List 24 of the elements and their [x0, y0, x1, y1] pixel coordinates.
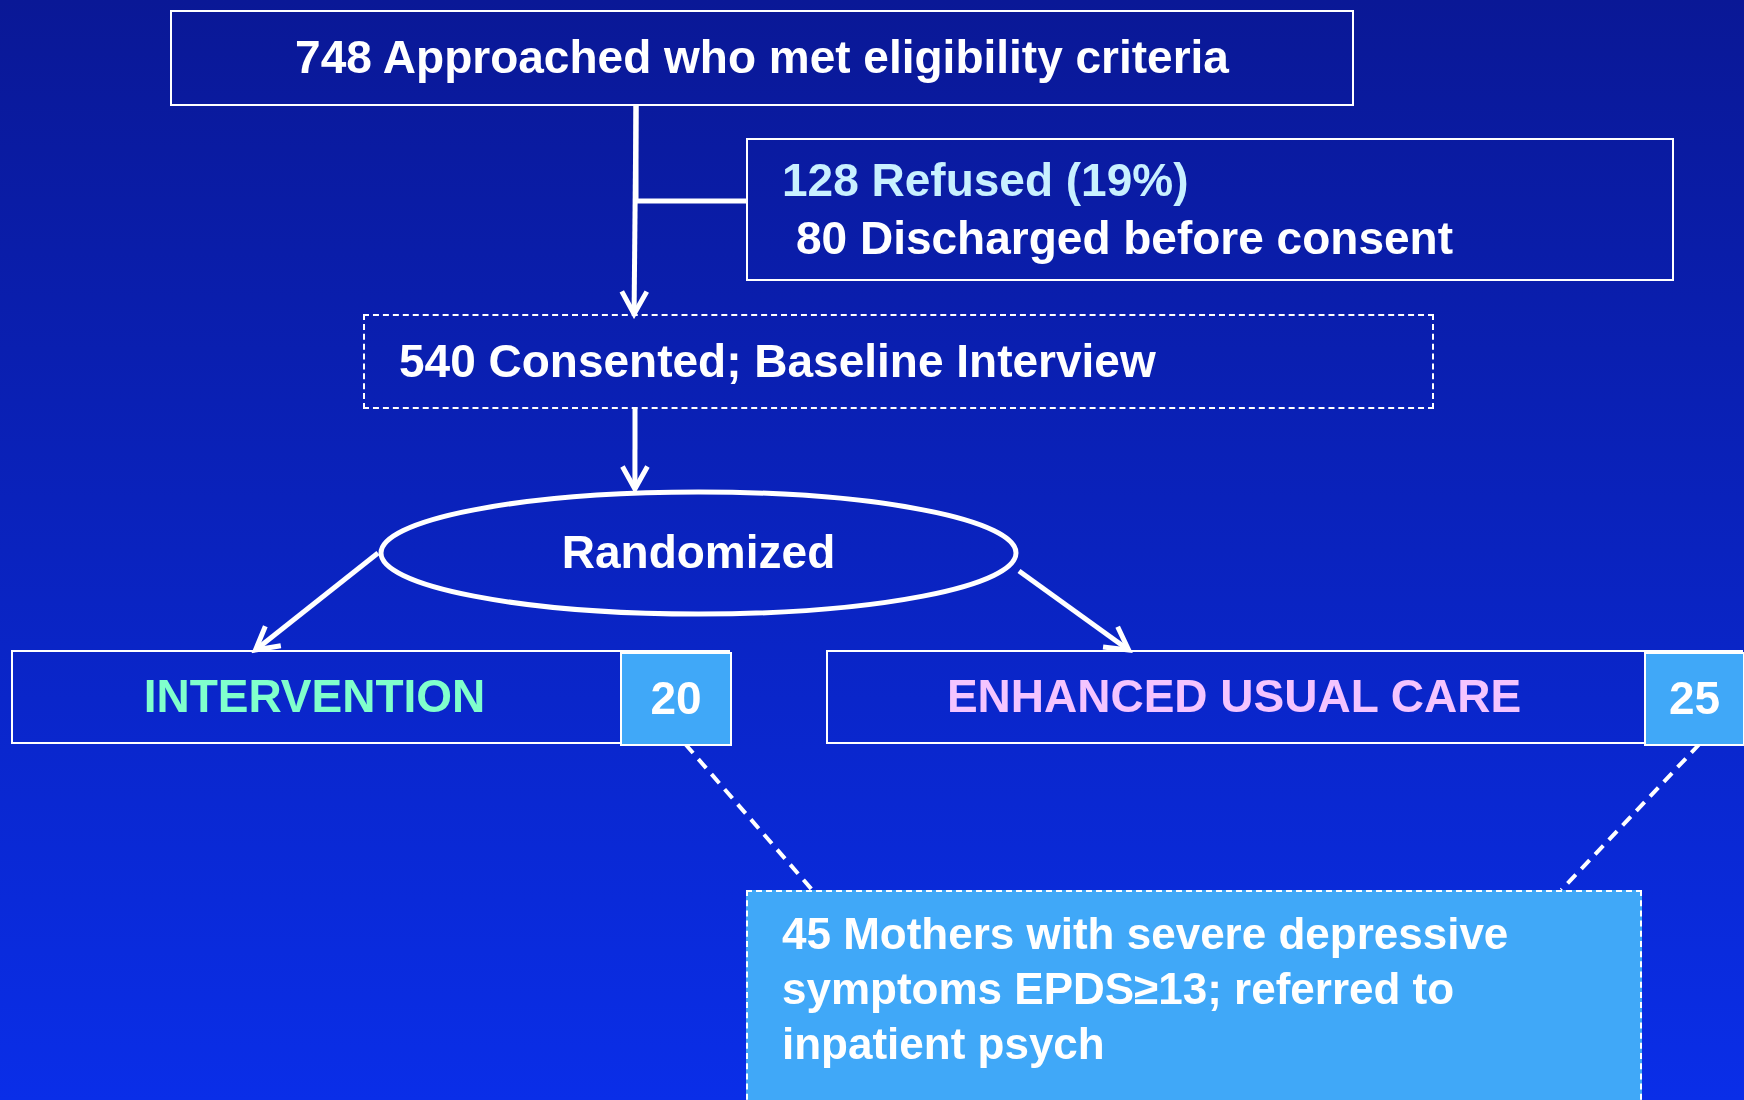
decision-ellipse	[378, 489, 1019, 617]
node-text: 25	[1668, 671, 1721, 727]
node-text: 80 Discharged before consent	[796, 210, 1453, 266]
arrow	[619, 409, 650, 492]
process-box	[11, 650, 730, 744]
node-text: 748 Approached who met eligibility criteria	[295, 30, 1229, 86]
node-text: 45 Mothers with severe depressive symptoms EPDS≥13; referred to inpatient psych	[782, 908, 1510, 1070]
arrow	[1017, 568, 1132, 653]
arrow	[619, 105, 650, 317]
node-text: ENHANCED USUAL CARE	[946, 669, 1522, 725]
note-box	[746, 890, 1642, 1100]
process-box	[826, 650, 1743, 744]
node-text: Randomized	[561, 525, 836, 581]
node-text: 128 Refused (19%)	[782, 153, 1189, 208]
node-text: 540 Consented; Baseline Interview	[399, 333, 1156, 389]
connector-line	[633, 106, 746, 204]
arrow	[252, 551, 380, 653]
count-box	[1644, 652, 1744, 746]
process-box	[363, 314, 1434, 409]
node-text: 20	[650, 671, 702, 727]
count-box	[620, 652, 732, 746]
process-box	[170, 10, 1354, 106]
node-text: INTERVENTION	[143, 669, 486, 725]
process-box	[746, 138, 1674, 281]
